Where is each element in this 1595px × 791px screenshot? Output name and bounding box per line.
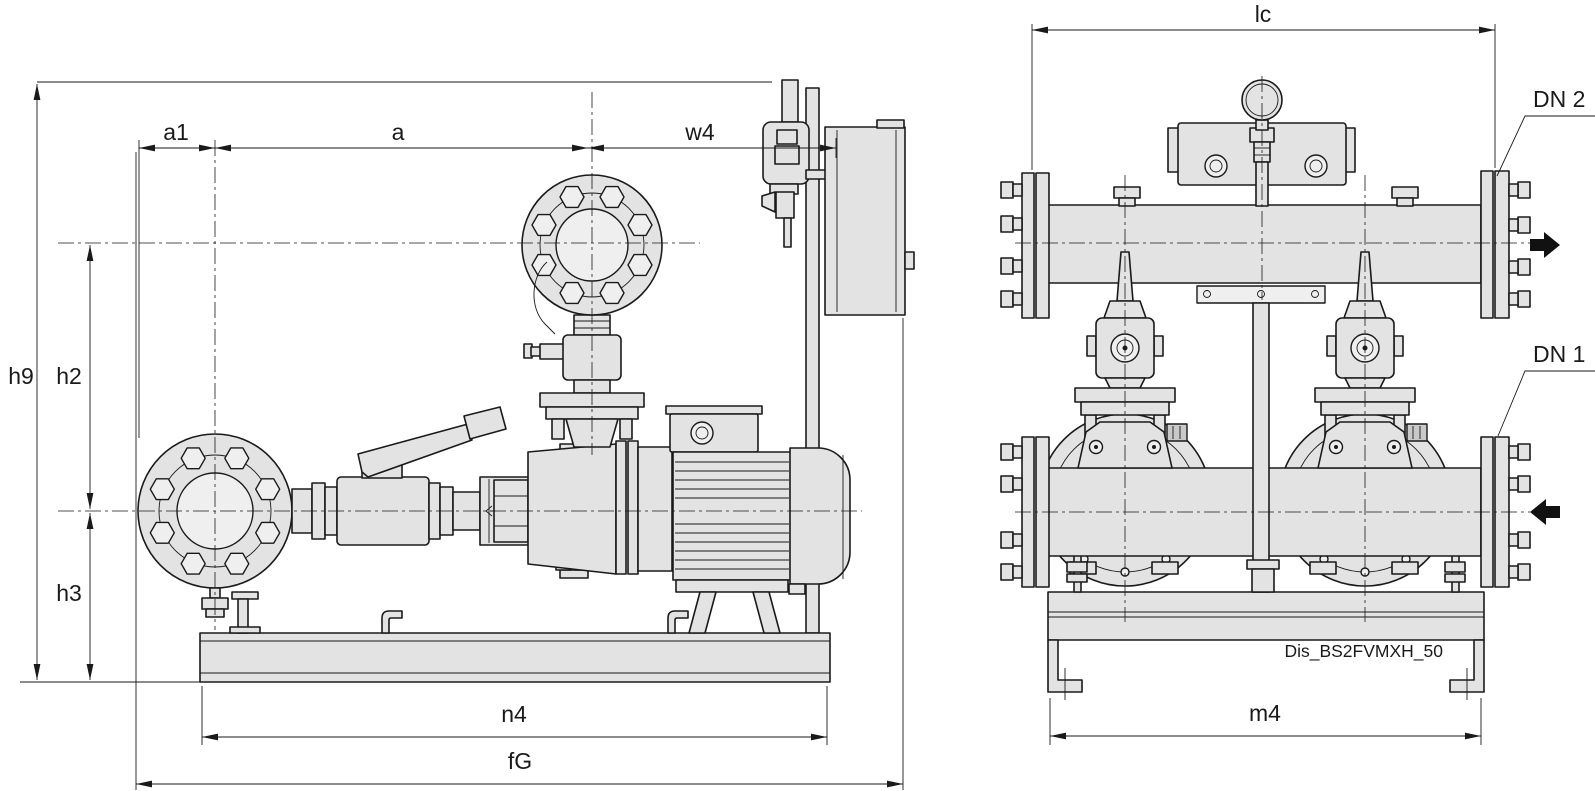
gauge-unit: [1167, 79, 1356, 207]
dim-h9: h9: [8, 84, 41, 680]
dim-n4: n4: [201, 686, 828, 745]
front-view: [1000, 76, 1560, 700]
dim-label-w4: w4: [684, 119, 715, 145]
outlet-flange: [1480, 170, 1494, 319]
dim-label-a1: a1: [163, 119, 189, 145]
side-view-centerlines: [58, 92, 862, 630]
fan-cover: [789, 447, 851, 585]
motor-fins: [675, 461, 789, 570]
dim-label-h9: h9: [8, 363, 34, 389]
base-foot: [1449, 639, 1485, 693]
callout-dn1: DN 1: [1497, 341, 1595, 437]
dim-fG: fG: [135, 152, 904, 790]
dim-a1: a1: [138, 119, 215, 438]
dim-label-n4: n4: [501, 701, 527, 727]
dim-h2: h2: [56, 245, 94, 509]
center-post: [1196, 285, 1326, 593]
control-box: [824, 119, 915, 316]
vent-knob: [1406, 423, 1428, 442]
sensor-tap-handle: [761, 191, 776, 213]
vent-knob: [1166, 423, 1188, 442]
valve-lever-grip: [463, 406, 507, 440]
front-view-centerlines: [1015, 76, 1530, 622]
dim-a: a: [215, 119, 588, 152]
terminal-box: [669, 413, 759, 453]
callout-dn2: DN 2: [1496, 86, 1595, 177]
base-foot: [1047, 639, 1083, 693]
dim-h3: h3: [56, 513, 94, 680]
flange-clamp: [533, 261, 556, 335]
dim-label-lc: lc: [1255, 1, 1272, 27]
inlet-label: DN 1: [1533, 341, 1585, 367]
base-frame: [199, 610, 831, 683]
motor: [665, 405, 851, 634]
pump-casing: [527, 440, 673, 575]
cable-gland-icon: [690, 421, 714, 445]
dim-label-a: a: [392, 119, 405, 145]
control-box-knob: [904, 251, 915, 270]
flow-in-arrow-icon: [1530, 499, 1560, 525]
lifting-hook: [667, 610, 689, 634]
dim-lc: lc: [1031, 1, 1496, 170]
discharge-valve: [523, 314, 645, 448]
pump-heads: [1077, 414, 1428, 469]
outlet-label: DN 2: [1533, 86, 1585, 112]
valve-lever: [357, 423, 473, 478]
dim-label-fG: fG: [508, 748, 532, 774]
dim-label-m4: m4: [1249, 700, 1281, 726]
dim-m4: m4: [1049, 698, 1482, 745]
side-view: [20, 79, 915, 683]
dim-w4: w4: [588, 119, 837, 158]
flow-out-arrow-icon: [1530, 232, 1560, 258]
lifting-hook: [381, 610, 403, 634]
dim-label-h3: h3: [56, 580, 82, 606]
discharge-flange: [521, 174, 663, 335]
pressure-sensor: [761, 79, 827, 248]
dim-label-h2: h2: [56, 363, 82, 389]
drawing-code: Dis_BS2FVMXH_50: [1284, 641, 1443, 662]
callouts: DN 2 DN 1 Dis_BS2FVMXH_50: [1284, 86, 1595, 662]
motor-foot: [675, 579, 789, 593]
front-base-frame: [1047, 591, 1485, 700]
dimensions: h9 h2 h3 a1 a w4 n4: [8, 1, 1496, 790]
drain-plug-and-support: [201, 587, 261, 634]
